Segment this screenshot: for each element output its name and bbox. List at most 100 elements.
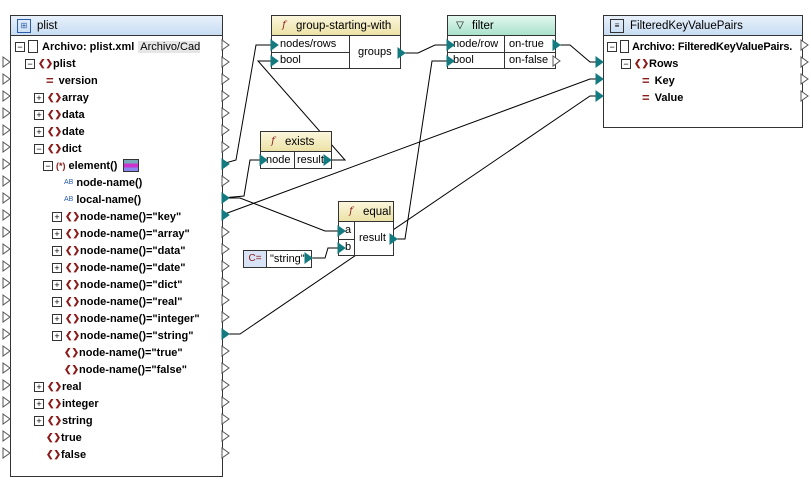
collapse-icon[interactable]: − bbox=[607, 41, 617, 52]
function-icon: f bbox=[271, 135, 275, 147]
output-result[interactable]: result bbox=[359, 232, 386, 244]
target-file-row[interactable]: − Archivo: FilteredKeyValuePairs. bbox=[607, 38, 792, 55]
source-row[interactable]: +❮❯data bbox=[34, 106, 85, 123]
source-row[interactable]: +❮❯node-name()="integer" bbox=[52, 310, 200, 327]
source-row[interactable]: +❮❯node-name()="array" bbox=[52, 225, 190, 242]
output-result[interactable]: result bbox=[297, 154, 324, 166]
source-row[interactable]: +❮❯node-name()="key" bbox=[52, 208, 181, 225]
row-label: node-name()="key" bbox=[80, 210, 182, 223]
source-row[interactable]: +❮❯array bbox=[34, 89, 89, 106]
expand-icon[interactable]: + bbox=[34, 415, 44, 426]
row-label: false bbox=[61, 448, 87, 461]
menu-icon[interactable] bbox=[123, 159, 140, 172]
source-component-plist[interactable]: ⊞plist − Archivo: plist.xml Archivo/Cade… bbox=[10, 15, 223, 477]
row-label: Key bbox=[654, 74, 675, 87]
target-component[interactable]: ≡FilteredKeyValuePairs − Archivo: Filter… bbox=[603, 15, 803, 128]
source-row[interactable]: −(*)element() bbox=[43, 157, 140, 174]
source-row[interactable]: +❮❯node-name()="dict" bbox=[52, 276, 182, 293]
element-icon: ❮❯ bbox=[47, 381, 63, 391]
source-row[interactable]: −❮❯plist bbox=[25, 55, 76, 72]
expand-icon[interactable]: + bbox=[52, 262, 62, 273]
output-groups[interactable]: groups bbox=[358, 46, 392, 58]
filter-icon: ▽ bbox=[456, 19, 464, 31]
file-path-field[interactable]: Archivo/Caden bbox=[138, 40, 201, 53]
source-row[interactable]: =version bbox=[46, 72, 98, 89]
source-row[interactable]: +❮❯string bbox=[34, 412, 93, 429]
source-row[interactable]: +❮❯real bbox=[34, 378, 82, 395]
collapse-icon[interactable]: − bbox=[15, 41, 25, 52]
expand-icon[interactable]: + bbox=[52, 211, 62, 222]
row-label: node-name()="dict" bbox=[80, 278, 183, 291]
element-icon: ❮❯ bbox=[65, 330, 81, 340]
expand-icon[interactable]: + bbox=[34, 381, 44, 392]
source-row[interactable]: +❮❯node-name()="string" bbox=[52, 327, 193, 344]
expand-icon[interactable]: + bbox=[52, 279, 62, 290]
output-on-true[interactable]: on-true bbox=[509, 38, 544, 50]
connector-local-name-to-equal-a[interactable] bbox=[222, 197, 338, 232]
connector-equal-result-to-filter-bool[interactable] bbox=[393, 60, 447, 240]
input-bool[interactable]: bool bbox=[453, 54, 474, 66]
collapse-icon[interactable]: − bbox=[43, 160, 53, 171]
source-file-row[interactable]: − Archivo: plist.xml Archivo/Caden bbox=[15, 38, 201, 55]
source-header[interactable]: ⊞plist bbox=[11, 16, 222, 36]
element-icon: ❮❯ bbox=[38, 58, 54, 68]
collapse-icon[interactable]: − bbox=[25, 58, 35, 69]
connector-constant-to-equal-b[interactable] bbox=[311, 247, 338, 259]
source-row[interactable]: +❮❯date bbox=[34, 123, 85, 140]
expand-icon[interactable]: + bbox=[34, 92, 44, 103]
collapse-icon[interactable]: − bbox=[621, 58, 631, 69]
input-node[interactable]: node bbox=[266, 154, 291, 166]
source-row[interactable]: ❮❯node-name()="false" bbox=[64, 361, 187, 378]
input-nodes-rows[interactable]: nodes/rows bbox=[280, 38, 337, 50]
connector-local-name-to-exists[interactable] bbox=[221, 159, 260, 199]
input-b[interactable]: b bbox=[345, 241, 352, 253]
collapse-icon[interactable]: − bbox=[34, 143, 44, 154]
expand-icon[interactable]: + bbox=[34, 398, 44, 409]
expand-icon[interactable]: + bbox=[52, 245, 62, 256]
expand-icon[interactable]: + bbox=[34, 109, 44, 120]
file-label: Archivo: FilteredKeyValuePairs. bbox=[632, 40, 793, 53]
target-row-value[interactable]: =Value bbox=[642, 89, 683, 106]
input-bool[interactable]: bool bbox=[280, 54, 301, 66]
constant-value[interactable]: "string" bbox=[270, 253, 305, 265]
source-row[interactable]: ❮❯node-name()="true" bbox=[64, 344, 183, 361]
filter-title: filter bbox=[472, 19, 494, 32]
expand-icon[interactable]: + bbox=[52, 330, 62, 341]
filter-component[interactable]: ▽ filter node/row bool on-true on-false bbox=[447, 15, 556, 69]
connector-exists-result-to-bool[interactable] bbox=[256, 60, 347, 161]
target-row-rows[interactable]: −❮❯Rows bbox=[621, 55, 678, 72]
expand-icon[interactable]: + bbox=[52, 228, 62, 239]
element-icon: ❮❯ bbox=[65, 313, 81, 323]
input-a[interactable]: a bbox=[345, 224, 352, 236]
target-row-key[interactable]: =Key bbox=[642, 72, 675, 89]
row-label: node-name()="data" bbox=[80, 244, 186, 257]
source-row[interactable]: +❮❯node-name()="date" bbox=[52, 259, 185, 276]
element-icon: ❮❯ bbox=[64, 347, 80, 357]
element-icon: ❮❯ bbox=[64, 364, 80, 374]
expand-icon[interactable]: + bbox=[52, 296, 62, 307]
connector-groups-to-filter-node[interactable] bbox=[400, 44, 447, 54]
input-node-row[interactable]: node/row bbox=[453, 38, 499, 50]
source-row[interactable]: +❮❯integer bbox=[34, 395, 99, 412]
element-icon: ❮❯ bbox=[65, 279, 81, 289]
source-row[interactable]: −❮❯dict bbox=[34, 140, 82, 157]
connector-on-true-to-rows[interactable] bbox=[555, 44, 603, 63]
text-file-icon: ≡ bbox=[610, 18, 624, 33]
source-row[interactable]: +❮❯node-name()="data" bbox=[52, 242, 185, 259]
xml-schema-icon: ⊞ bbox=[17, 18, 31, 33]
source-row[interactable]: ❮❯true bbox=[46, 429, 82, 446]
element-icon: ❮❯ bbox=[47, 109, 63, 119]
constant-string[interactable]: C= "string" bbox=[243, 250, 312, 268]
string-function-icon: AB bbox=[64, 196, 74, 203]
expand-icon[interactable]: + bbox=[52, 313, 62, 324]
source-row[interactable]: ❮❯false bbox=[46, 446, 86, 463]
output-on-false[interactable]: on-false bbox=[509, 54, 549, 66]
source-row[interactable]: +❮❯node-name()="real" bbox=[52, 293, 182, 310]
element-icon: ❮❯ bbox=[46, 432, 62, 442]
expand-icon[interactable]: + bbox=[34, 126, 44, 137]
